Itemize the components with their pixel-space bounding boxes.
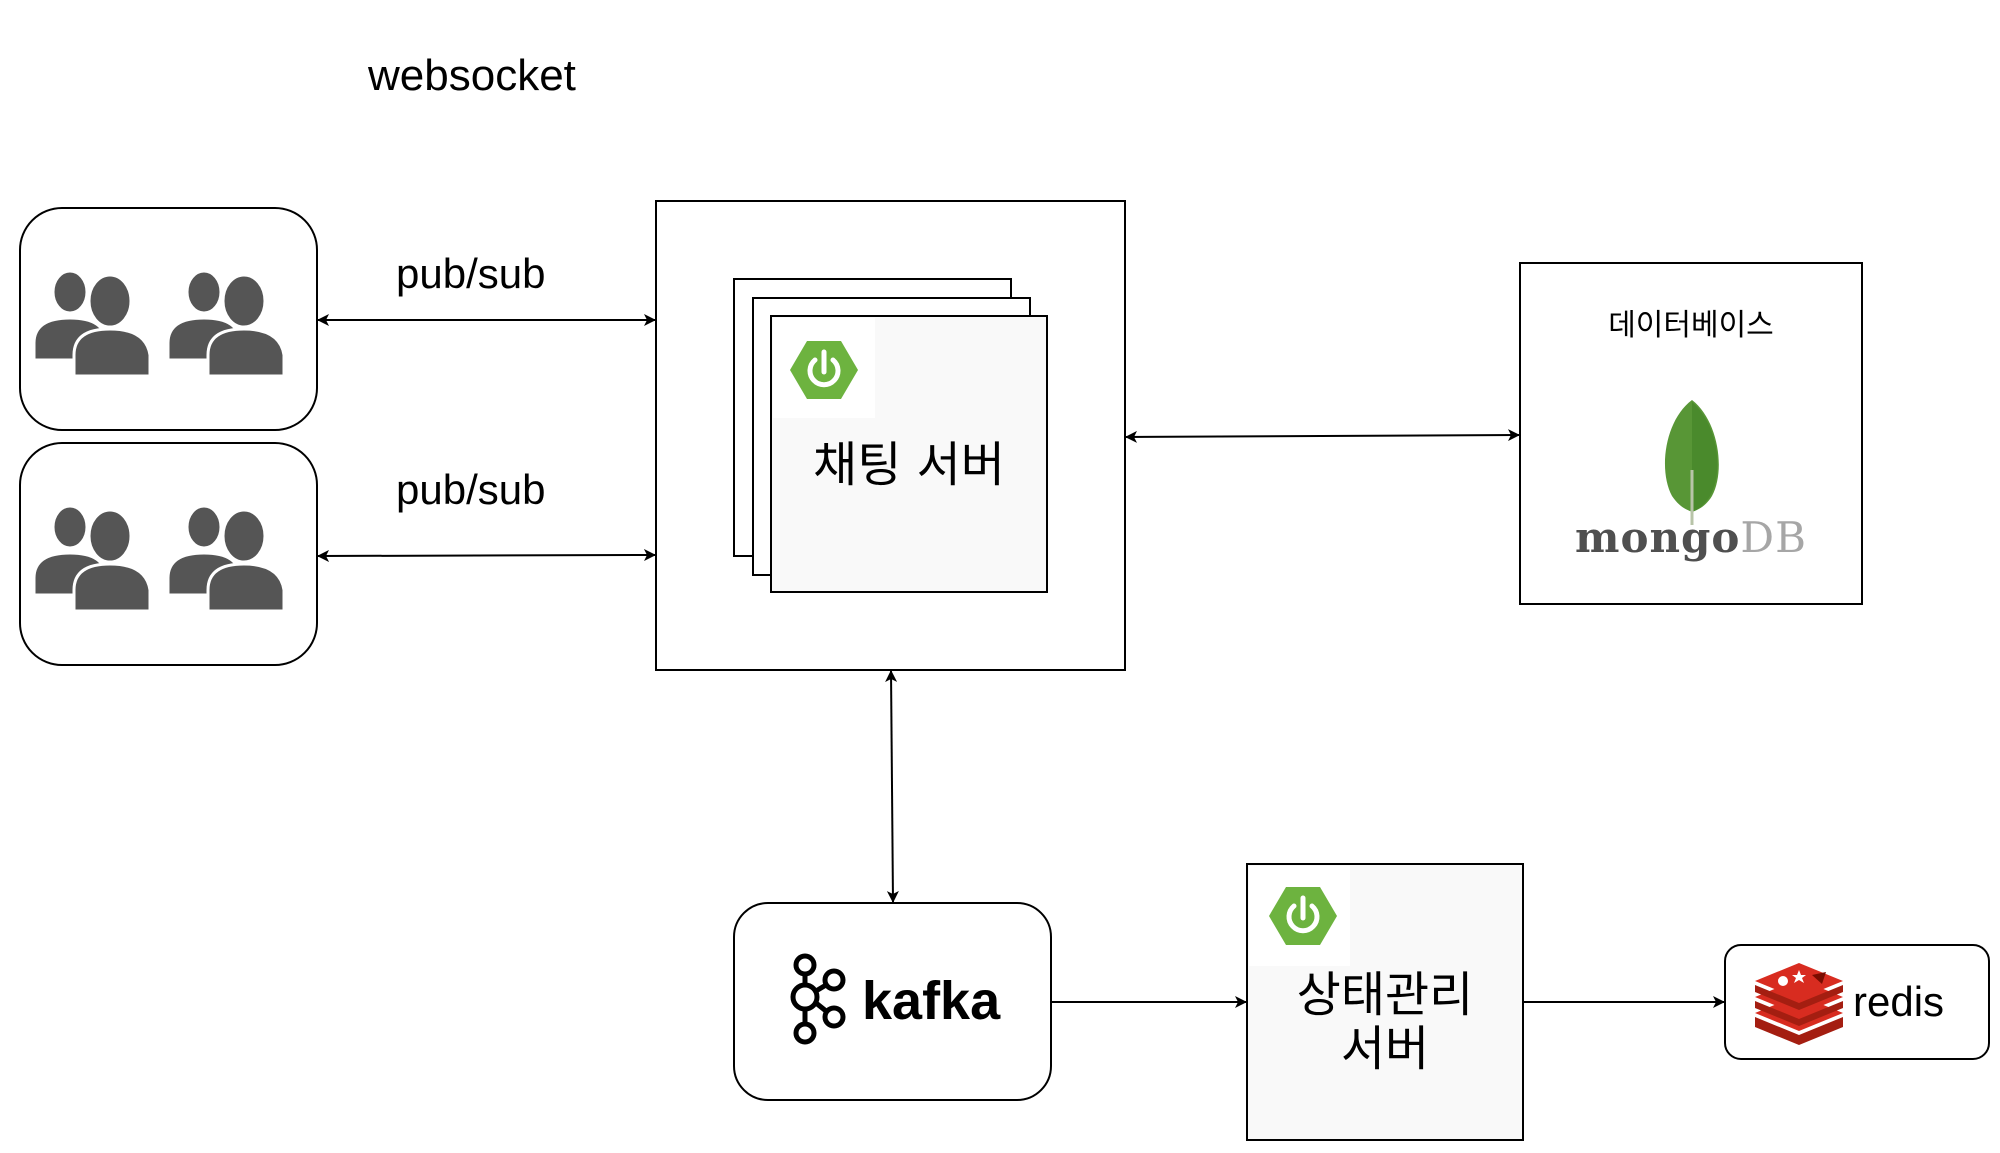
users-icon <box>32 269 152 378</box>
edge-chat-database <box>1125 429 1520 443</box>
chat-server-label: 채팅 서버 <box>813 437 1005 493</box>
diagram-title: websocket <box>368 51 576 100</box>
redis-icon <box>1755 963 1843 1045</box>
users-icon <box>166 504 286 613</box>
edge-chat-kafka <box>885 670 899 903</box>
state-server-label: 상태관리 서버 <box>1247 968 1523 1076</box>
spring-icon <box>790 341 858 399</box>
edge-label-pubsub-top: pub/sub <box>396 250 546 297</box>
mongodb-text-mongo: mongo <box>1575 513 1741 562</box>
mongodb-logo-text: mongoDB <box>1520 513 1862 562</box>
kafka-box <box>733 902 1052 1101</box>
edge-users-bottom-chat <box>317 549 656 562</box>
kafka-logo-text: kafka <box>862 971 1001 1031</box>
state-server-label-line1: 상태관리 <box>1296 967 1474 1023</box>
mongodb-text-db: DB <box>1740 513 1807 562</box>
users-icon <box>32 504 152 613</box>
database-title: 데이터베이스 <box>1608 308 1774 343</box>
users-icon <box>166 269 286 378</box>
redis-logo-text: redis <box>1853 978 1945 1025</box>
mongodb-leaf-icon <box>1664 400 1719 525</box>
kafka-icon <box>790 953 846 1045</box>
spring-icon <box>1269 887 1337 945</box>
edge-label-pubsub-bottom: pub/sub <box>396 466 546 513</box>
state-server-label-line2: 서버 <box>1340 1021 1430 1077</box>
